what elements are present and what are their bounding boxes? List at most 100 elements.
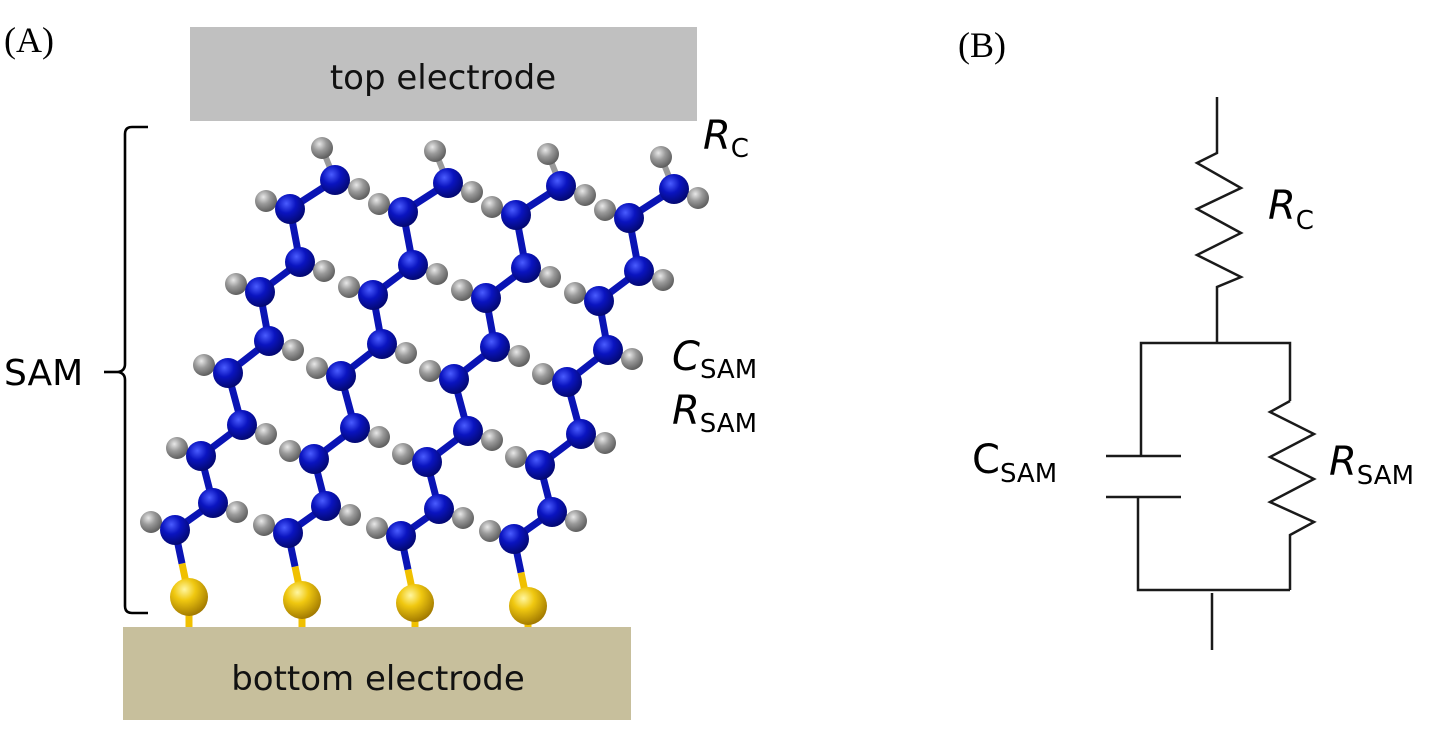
hydrogen-atom [306, 357, 328, 379]
molecule-chain [253, 140, 483, 627]
csam-a-main: C [672, 334, 700, 380]
hydrogen-atom [481, 429, 503, 451]
backbone-atom [275, 194, 305, 224]
hydrogen-atom [166, 437, 188, 459]
anchor-atom [283, 581, 321, 619]
rc-b-sub: C [1296, 206, 1314, 236]
backbone-atom [501, 200, 531, 230]
backbone-atom [160, 515, 190, 545]
bottom-electrode-label: bottom electrode [231, 659, 525, 699]
rc-a-sub: C [731, 134, 749, 164]
backbone-atom [659, 174, 689, 204]
svg-text:RSAM: RSAM [672, 388, 757, 439]
backbone-atom [198, 488, 228, 518]
rsam-a-sub: SAM [700, 409, 757, 439]
backbone-atom [412, 447, 442, 477]
hydrogen-atom [479, 520, 501, 542]
hydrogen-atom [368, 426, 390, 448]
svg-text:RSAM: RSAM [1329, 439, 1414, 491]
hydrogen-atom [339, 504, 361, 526]
svg-text:CSAM: CSAM [672, 334, 757, 385]
backbone-atom [511, 253, 541, 283]
hydrogen-atom [574, 184, 596, 206]
backbone-atom [525, 450, 555, 480]
backbone-atom [311, 491, 341, 521]
hydrogen-atom [594, 199, 616, 221]
hydrogen-atom [621, 348, 643, 370]
top-electrode-block [190, 27, 697, 121]
bottom-electrode: bottom electrode [123, 627, 631, 720]
molecule-chain [366, 143, 596, 627]
rsam-b-sub: SAM [1357, 461, 1414, 491]
top-electrode-label: top electrode [330, 58, 556, 98]
backbone-atom [593, 335, 623, 365]
rsam-resistor [1267, 399, 1317, 590]
sam-molecules [140, 137, 709, 627]
hydrogen-atom [368, 193, 390, 215]
hydrogen-atom [313, 260, 335, 282]
anchor-atom [170, 578, 208, 616]
svg-text:RC: RC [703, 113, 749, 164]
backbone-atom [254, 326, 284, 356]
hydrogen-atom [392, 443, 414, 465]
svg-text:RC: RC [1268, 183, 1314, 236]
panel-b-label: (B) [958, 25, 1006, 65]
backbone-atom [326, 361, 356, 391]
backbone-atom [552, 367, 582, 397]
hydrogen-atom [424, 140, 446, 162]
backbone-atom [471, 283, 501, 313]
hydrogen-atom [508, 345, 530, 367]
backbone-atom [245, 277, 275, 307]
hydrogen-atom [687, 187, 709, 209]
backbone-atom [299, 444, 329, 474]
hydrogen-atom [338, 276, 360, 298]
backbone-atom [614, 203, 644, 233]
hydrogen-atom [652, 269, 674, 291]
label-rsam-a: RSAM [672, 388, 757, 439]
bracket-line [117, 125, 148, 615]
backbone-atom [367, 329, 397, 359]
hydrogen-atom [255, 423, 277, 445]
backbone-atom [227, 410, 257, 440]
hydrogen-atom [505, 446, 527, 468]
hydrogen-atom [426, 263, 448, 285]
backbone-atom [186, 441, 216, 471]
rsam-a-main: R [672, 388, 700, 434]
hydrogen-atom [253, 514, 275, 536]
rc-resistor [1194, 97, 1245, 342]
label-rc-b: RC [1268, 183, 1314, 236]
sam-label: SAM [4, 353, 83, 394]
backbone-atom [537, 497, 567, 527]
label-rsam-b: RSAM [1329, 439, 1414, 491]
csam-b-sub: SAM [1000, 459, 1057, 489]
hydrogen-atom [282, 339, 304, 361]
backbone-atom [320, 165, 350, 195]
hydrogen-atom [461, 181, 483, 203]
hydrogen-atom [348, 178, 370, 200]
hydrogen-atom [537, 143, 559, 165]
backbone-atom [480, 332, 510, 362]
rsam-b-main: R [1329, 439, 1357, 485]
label-csam-a: CSAM [672, 334, 757, 385]
hydrogen-atom [226, 501, 248, 523]
anchor-atom [396, 584, 434, 622]
backbone-atom [584, 286, 614, 316]
hydrogen-atom [225, 273, 247, 295]
panel-a: (A) top electrode bottom electrode SAM R… [4, 20, 757, 720]
backbone-atom [285, 247, 315, 277]
csam-b-main: C [972, 437, 1000, 483]
hydrogen-atom [565, 510, 587, 532]
hydrogen-atom [140, 511, 162, 533]
hydrogen-atom [311, 137, 333, 159]
hydrogen-atom [255, 190, 277, 212]
hydrogen-atom [279, 440, 301, 462]
backbone-atom [340, 413, 370, 443]
hydrogen-atom [395, 342, 417, 364]
backbone-atom [439, 364, 469, 394]
backbone-atom [388, 197, 418, 227]
panel-b: (B) RC CSAM RSAM [958, 25, 1414, 650]
bottom-electrode-block [123, 627, 631, 720]
backbone-atom [499, 524, 529, 554]
backbone-atom [273, 518, 303, 548]
hydrogen-atom [451, 279, 473, 301]
